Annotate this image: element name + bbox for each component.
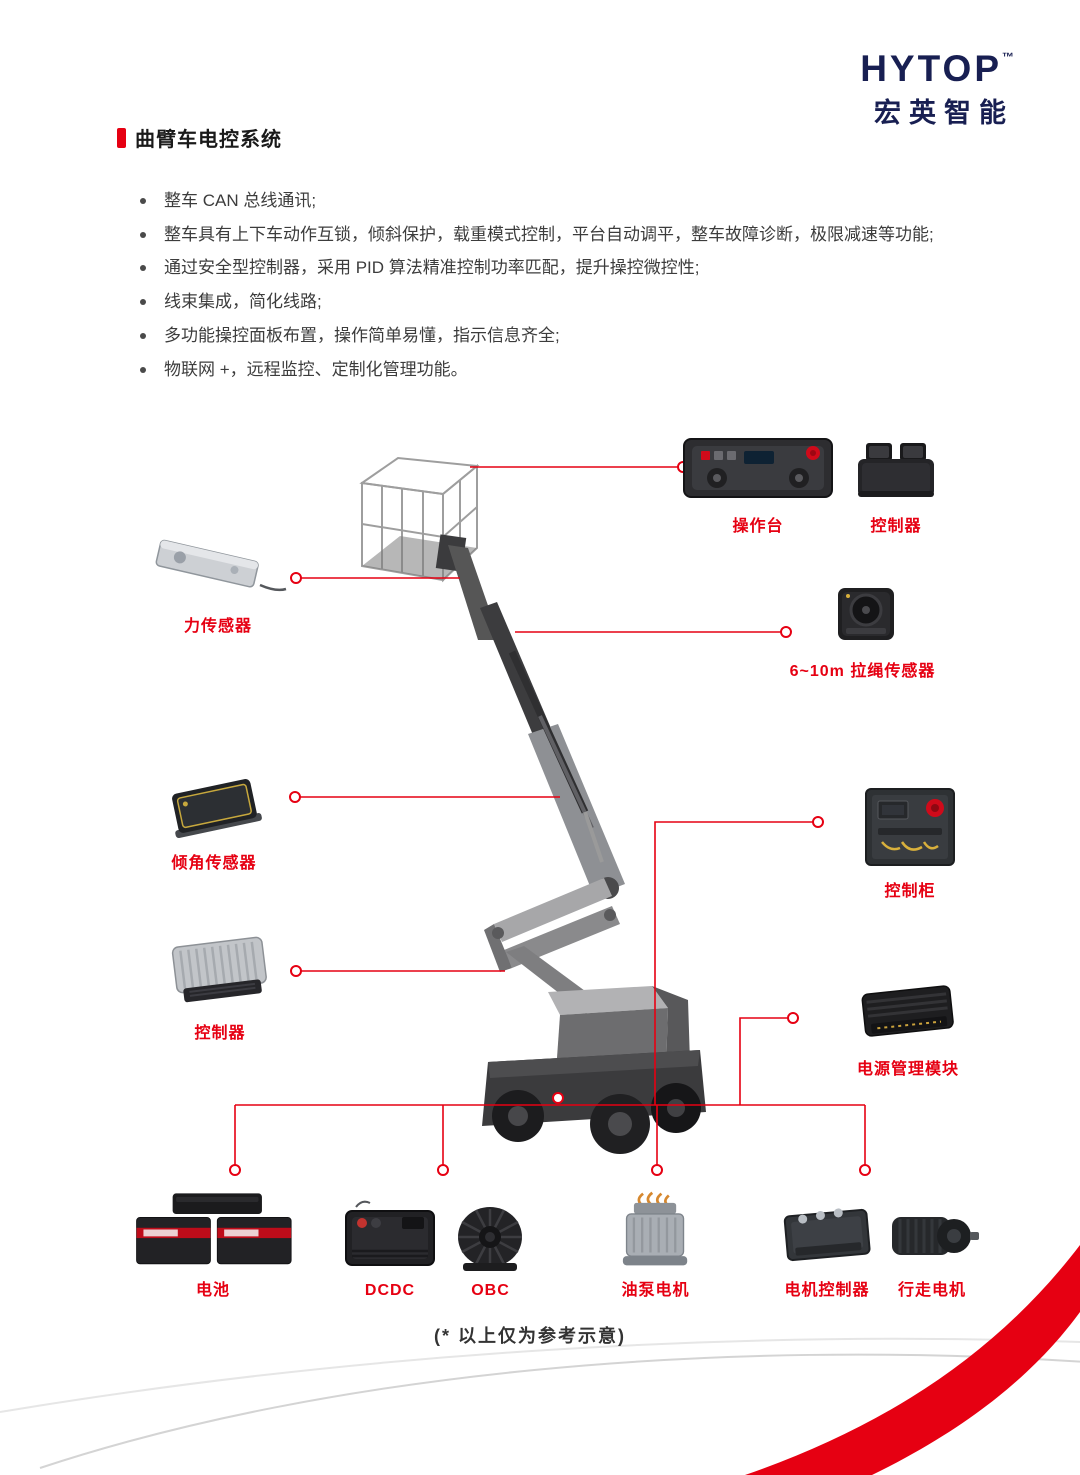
feature-text: 整车具有上下车动作互锁，倾斜保护，载重模式控制，平台自动调平，整车故障诊断，极限… [164, 224, 934, 244]
force-sensor-label: 力传感器 [183, 618, 252, 635]
title-accent-bar [117, 127, 126, 148]
component-controller-top: 控制器 [852, 437, 940, 536]
power-management-module-image [861, 985, 954, 1037]
console-label: 操作台 [732, 518, 784, 535]
section-title: 曲臂车电控系统 [117, 123, 282, 152]
decorative-swoosh [0, 1245, 1080, 1475]
feature-text: 物联网 +，远程监控、定制化管理功能。 [164, 359, 468, 379]
component-rope-sensor: 6~10m 拉绳传感器 [780, 580, 945, 681]
controller-left-label: 控制器 [194, 1025, 246, 1042]
feature-item: 整车 CAN 总线通讯; [138, 191, 1038, 212]
brand-subtitle: 宏英智能 [874, 98, 1014, 128]
battery-label: 电池 [195, 1282, 230, 1299]
controller-top-label: 控制器 [870, 518, 922, 535]
component-obc: OBC [443, 1190, 538, 1300]
power-module-label: 电源管理模块 [856, 1061, 959, 1078]
component-tilt-sensor: 倾角传感器 [160, 760, 268, 873]
draw-wire-sensor-image [838, 588, 894, 640]
component-console: 操作台 [681, 429, 835, 536]
feature-text: 通过安全型控制器，采用 PID 算法精准控制功率匹配，提升操控微控性; [164, 258, 700, 278]
component-travel-motor: 行走电机 [882, 1190, 982, 1300]
feature-text: 多功能操控面板布置，操作简单易懂，指示信息齐全; [164, 325, 560, 345]
travel-motor-label: 行走电机 [897, 1282, 966, 1299]
component-motor-controller: 电机控制器 [776, 1190, 878, 1300]
tilt-sensor-label: 倾角传感器 [171, 855, 257, 872]
feature-item: 线束集成，简化线路; [138, 292, 1038, 313]
component-control-cabinet: 控制柜 [858, 784, 962, 901]
onboard-charger-image [458, 1207, 522, 1271]
feature-item: 物联网 +，远程监控、定制化管理功能。 [138, 360, 1038, 381]
dcdc-converter-image [345, 1200, 435, 1266]
feature-item: 整车具有上下车动作互锁，倾斜保护，载重模式控制，平台自动调平，整车故障诊断，极限… [138, 225, 1038, 246]
controller-module-image [858, 443, 934, 497]
obc-label: OBC [471, 1282, 510, 1299]
rope-sensor-label: 6~10m 拉绳传感器 [789, 663, 936, 680]
motor-controller-label: 电机控制器 [784, 1282, 870, 1299]
dcdc-label: DCDC [364, 1282, 416, 1299]
feature-text: 线束集成，简化线路; [164, 292, 322, 312]
bullet-dot [140, 299, 146, 306]
callout-lines [234, 466, 866, 1170]
feature-item: 通过安全型控制器，采用 PID 算法精准控制功率匹配，提升操控微控性; [138, 258, 1038, 279]
tilt-sensor-image [172, 779, 262, 839]
battery-pack-image [136, 1193, 292, 1265]
travel-motor-image [892, 1217, 979, 1255]
component-dcdc: DCDC [336, 1190, 444, 1300]
component-battery: 电池 [118, 1190, 308, 1300]
feature-list: 整车 CAN 总线通讯; 整车具有上下车动作互锁，倾斜保护，载重模式控制，平台自… [138, 191, 1038, 393]
motor-controller-image [783, 1208, 871, 1262]
control-cabinet-image [865, 788, 955, 866]
brand-name: HYTOP [860, 48, 1002, 89]
feature-item: 多功能操控面板布置，操作简单易懂，指示信息齐全; [138, 326, 1038, 347]
pump-motor-label: 油泵电机 [621, 1282, 690, 1299]
bullet-dot [140, 265, 146, 272]
bullet-dot [140, 366, 146, 373]
feature-text: 整车 CAN 总线通讯; [164, 191, 317, 210]
oil-pump-motor-image [622, 1191, 688, 1266]
component-force-sensor: 力传感器 [148, 533, 288, 636]
ecu-controller-image [171, 936, 267, 1003]
boom-lift-illustration [359, 456, 706, 1154]
operator-console-image [683, 438, 833, 498]
page-title: 曲臂车电控系统 [135, 129, 282, 151]
component-power-module: 电源管理模块 [852, 980, 964, 1079]
component-pump-motor: 油泵电机 [608, 1190, 703, 1300]
bullet-dot [140, 231, 146, 238]
trademark-symbol: ™ [1002, 50, 1014, 64]
control-cabinet-label: 控制柜 [884, 883, 936, 900]
bullet-dot [140, 198, 146, 204]
load-cell-image [155, 539, 287, 592]
component-controller-left: 控制器 [165, 930, 275, 1043]
brand-logo: HYTOP™ 宏英智能 [860, 50, 1014, 130]
bullet-dot [140, 332, 146, 339]
footer-note: (* 以上仅为参考示意) [434, 1326, 626, 1346]
